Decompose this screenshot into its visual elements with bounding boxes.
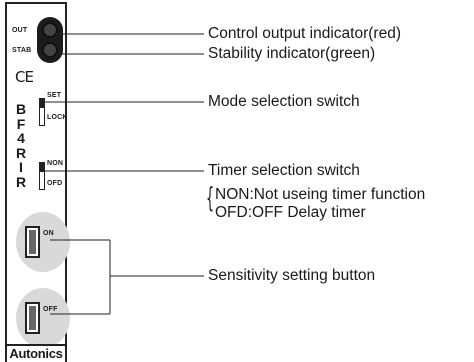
- off-button-label: OFF: [43, 306, 58, 313]
- timer-non-callout: NON:Not useing timer function: [215, 186, 426, 203]
- control-output-callout: Control output indicator(red): [208, 25, 401, 42]
- timer-non-label: NON: [47, 160, 64, 167]
- timer-selection-switch[interactable]: [39, 162, 45, 190]
- timer-options-brace: {: [206, 181, 215, 214]
- mode-selection-switch[interactable]: [39, 98, 45, 126]
- mode-switch-knob: [40, 99, 44, 109]
- on-button-label: ON: [43, 230, 54, 237]
- model-name: B F 4 R I R: [15, 102, 27, 189]
- model-letter: I: [19, 159, 23, 175]
- mode-set-label: SET: [47, 92, 62, 99]
- out-indicator-label: OUT: [12, 27, 28, 34]
- sensitivity-off-button[interactable]: [25, 302, 40, 334]
- sensor-device-panel: OUT STAB CE B F 4 R I R SET LOCK NON OFD…: [5, 2, 70, 362]
- sensitivity-callout: Sensitivity setting button: [208, 267, 376, 284]
- stability-led: [42, 42, 58, 58]
- sensitivity-on-button[interactable]: [25, 226, 40, 258]
- mode-lock-label: LOCK: [47, 114, 68, 121]
- model-letter: R: [15, 144, 27, 161]
- model-letter: 4: [17, 130, 25, 146]
- ce-mark: CE: [15, 68, 34, 86]
- timer-ofd-label: OFD: [47, 180, 63, 187]
- timer-ofd-callout: OFD:OFF Delay timer: [215, 204, 366, 221]
- model-letter: F: [16, 115, 26, 132]
- model-letter: R: [15, 173, 27, 190]
- model-letter: B: [15, 101, 27, 117]
- control-output-led: [42, 22, 58, 38]
- timer-switch-knob: [40, 163, 44, 173]
- timer-selection-callout: Timer selection switch: [208, 162, 360, 179]
- brand-logo: Autonics: [7, 344, 65, 362]
- stab-indicator-label: STAB: [12, 47, 32, 54]
- indicator-led-housing: [37, 17, 63, 63]
- mode-selection-callout: Mode selection switch: [208, 93, 360, 110]
- stability-callout: Stability indicator(green): [208, 45, 376, 62]
